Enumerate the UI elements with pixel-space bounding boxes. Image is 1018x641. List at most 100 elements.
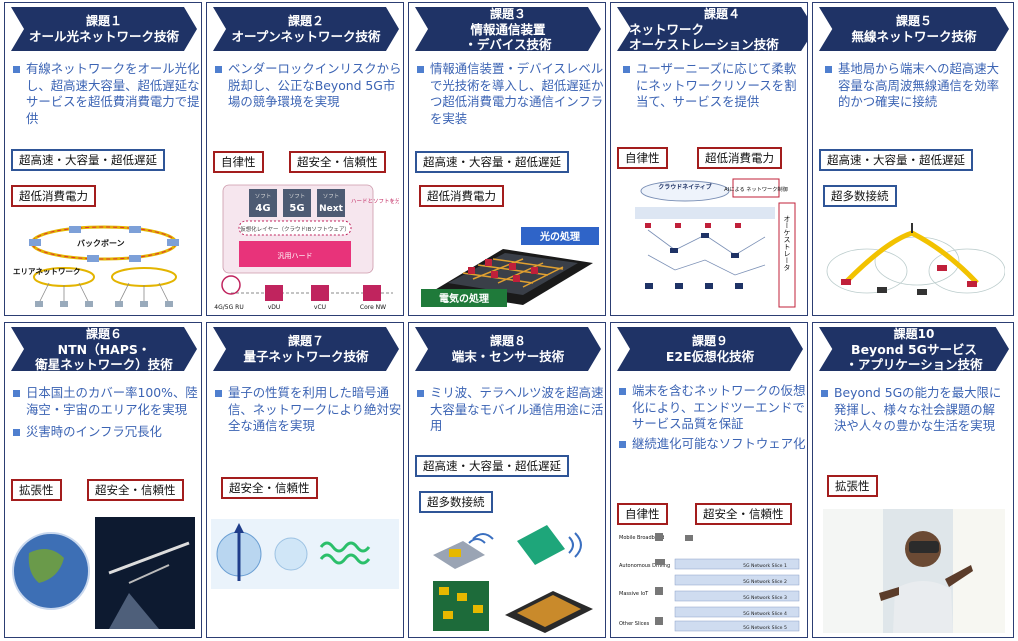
description: Beyond 5Gの能力を最大限に発揮し、様々な社会課題の解決や人々の豊かな生活… [819, 385, 1007, 438]
label-next: Next [319, 204, 343, 214]
challenge-title: オール光ネットワーク技術 [28, 29, 179, 44]
label-soft-2: ソフト [289, 193, 306, 200]
title-banner: 課題３ 情報通信装置 ・デバイス技術 [415, 7, 601, 51]
description: 日本国土のカバー率100%、陸海空・宇宙のエリア化を実現 災害時のインフラ冗長化 [11, 385, 201, 444]
title-banner: 課題８ 端末・センサー技術 [415, 327, 601, 371]
cell-challenge-1: 課題１ オール光ネットワーク技術 有線ネットワークをオール光化し、超高速大容量、… [4, 2, 202, 316]
challenge-number: 課題９ [691, 334, 728, 348]
bullet: ユーザーニーズに応じて柔軟にネットワークリソースを割当て、サービスを提供 [621, 61, 801, 111]
device-chip-figure: 光の処理 電気の処理 [421, 227, 599, 307]
label-core-nw: Core NW [360, 304, 386, 311]
challenge-title-line2: 衛星ネットワーク）技術 [35, 356, 173, 372]
wireless-figure [826, 223, 1005, 295]
bullet: 継続進化可能なソフトウェア化 [617, 436, 807, 453]
tag-autonomy: 自律性 [213, 151, 264, 173]
tag-power: 超低消費電力 [11, 185, 96, 207]
bullet: 基地局から端末への超高速大容量な高周波無線通信を効率的かつ確実に接続 [823, 61, 1007, 111]
tag-massive: 超多数接続 [419, 491, 493, 513]
description: 有線ネットワークをオール光化し、超高速大容量、超低遅延なサービスを超低費消費電力… [11, 61, 201, 130]
network-slice-figure: Mobile Broadband Autonomous Driving Mass… [619, 533, 800, 632]
bullet: 有線ネットワークをオール光化し、超高速大容量、超低遅延なサービスを超低費消費電力… [11, 61, 201, 127]
label-hardware: 汎用ハード [278, 251, 313, 260]
cell-challenge-2: 課題２ オープンネットワーク技術 ベンダーロックインリスクから脱却し、公正なBe… [206, 2, 404, 316]
challenge-title-line2: ・アプリケーション技術 [845, 356, 983, 372]
label-vcu: vCU [314, 304, 326, 311]
cell-challenge-8: 課題８ 端末・センサー技術 ミリ波、テラヘルツ波を超高速大容量なモバイル通信用途… [408, 322, 606, 638]
label-soft-3: ソフト [323, 193, 340, 200]
cell-challenge-10: 課題10 Beyond 5Gサービス ・アプリケーション技術 Beyond 5G… [812, 322, 1014, 638]
title-banner: 課題５ 無線ネットワーク技術 [819, 7, 1009, 51]
label-light: 光の処理 [539, 230, 580, 243]
challenge-number: 課題10 [893, 326, 935, 341]
cell-challenge-5: 課題５ 無線ネットワーク技術 基地局から端末への超高速大容量な高周波無線通信を効… [812, 2, 1014, 316]
tag-speed: 超高速・大容量・超低遅延 [415, 151, 569, 173]
label-cloud-native: クラウドネイティブ [658, 183, 712, 191]
title-banner: 課題４ ネットワーク オーケストレーション技術 [617, 7, 807, 51]
challenge-title: オープンネットワーク技術 [231, 29, 381, 44]
title-banner: 課題９ E2E仮想化技術 [617, 327, 803, 371]
challenge-number: 課題２ [287, 14, 324, 28]
bullet: 日本国土のカバー率100%、陸海空・宇宙のエリア化を実現 [11, 385, 201, 418]
cell-challenge-9: 課題９ E2E仮想化技術 端末を含むネットワークの仮想化により、エンドツーエンド… [610, 322, 808, 638]
tag-power: 超低消費電力 [697, 147, 782, 169]
label-vdu: vDU [268, 304, 281, 311]
description: ユーザーニーズに応じて柔軟にネットワークリソースを割当て、サービスを提供 [621, 61, 801, 114]
label-slice-5: 5G Network Slice 5 [743, 625, 787, 631]
label-4g: 4G [255, 203, 270, 214]
cell-challenge-3: 課題３ 情報通信装置 ・デバイス技術 情報通信装置・デバイスレベルで光技術を導入… [408, 2, 606, 316]
challenge-title: 無線ネットワーク技術 [851, 29, 977, 44]
quantum-figure [211, 519, 399, 589]
bullet: ベンダーロックインリスクから脱却し、公正なBeyond 5G市場の競争環境を実現 [213, 61, 403, 111]
bullet: 量子の性質を利用した暗号通信、ネットワークにより絶対安全な通信を実現 [213, 385, 403, 435]
title-banner: 課題２ オープンネットワーク技術 [213, 7, 399, 51]
bullet: 情報通信装置・デバイスレベルで光技術を導入し、超低遅延かつ超低消費電力な通信イン… [415, 61, 605, 127]
label-massive-iot: Massive IoT [619, 591, 649, 597]
challenge-number: 課題６ [85, 326, 122, 341]
bullet: 災害時のインフラ冗長化 [11, 424, 201, 441]
vr-user-photo [823, 509, 1005, 633]
open-ran-figure: ソフト ソフト ソフト 4G 5G Next ハードとソフトを分離 仮想化レイヤ… [214, 184, 399, 311]
tag-speed: 超高速・大容量・超低遅延 [819, 149, 973, 171]
label-slice-2: 5G Network Slice 2 [743, 579, 787, 585]
bullet: Beyond 5Gの能力を最大限に発揮し、様々な社会課題の解決や人々の豊かな生活… [819, 385, 1007, 435]
cell-challenge-6: 課題６ NTN（HAPS・ 衛星ネットワーク）技術 日本国土のカバー率100%、… [4, 322, 202, 638]
label-electric: 電気の処理 [439, 292, 489, 305]
tag-autonomy: 自律性 [617, 147, 668, 169]
challenge-grid: 課題１ オール光ネットワーク技術 有線ネットワークをオール光化し、超高速大容量、… [4, 2, 1014, 638]
challenge-title: 情報通信装置 [470, 21, 546, 37]
description: ベンダーロックインリスクから脱却し、公正なBeyond 5G市場の競争環境を実現 [213, 61, 403, 114]
description: 情報通信装置・デバイスレベルで光技術を導入し、超低遅延かつ超低消費電力な通信イン… [415, 61, 605, 130]
title-banner: 課題１ オール光ネットワーク技術 [11, 7, 197, 51]
tag-speed: 超高速・大容量・超低遅延 [11, 149, 165, 171]
description: 基地局から端末への超高速大容量な高周波無線通信を効率的かつ確実に接続 [823, 61, 1007, 114]
label-ai-control: AIによる ネットワーク制御 [724, 185, 788, 193]
tag-security: 超安全・信頼性 [221, 477, 318, 499]
tag-power: 超低消費電力 [419, 185, 504, 207]
challenge-title: 端末・センサー技術 [451, 349, 565, 364]
orchestration-figure: クラウドネイティブ AIによる ネットワーク制御 オーケストレータ [635, 178, 796, 308]
label-separation: ハードとソフトを分離 [351, 197, 399, 205]
description: 端末を含むネットワークの仮想化により、エンドツーエンドでサービス品質を保証 継続… [617, 383, 807, 455]
title-banner: 課題７ 量子ネットワーク技術 [213, 327, 399, 371]
title-banner: 課題10 Beyond 5Gサービス ・アプリケーション技術 [819, 327, 1009, 371]
label-mobile-broadband: Mobile Broadband [619, 535, 664, 541]
tag-massive: 超多数接続 [823, 185, 897, 207]
bullet: 端末を含むネットワークの仮想化により、エンドツーエンドでサービス品質を保証 [617, 383, 807, 433]
challenge-title: NTN（HAPS・ [57, 341, 151, 357]
ntn-figure [12, 517, 195, 629]
label-soft-1: ソフト [255, 193, 272, 200]
tag-security: 超安全・信頼性 [695, 503, 792, 525]
label-autonomous: Autonomous Driving [619, 563, 670, 569]
challenge-title: ネットワーク [629, 21, 705, 37]
label-backbone: バックボーン [77, 238, 125, 248]
tag-autonomy: 自律性 [617, 503, 668, 525]
tag-scalability: 拡張性 [827, 475, 878, 497]
tag-scalability: 拡張性 [11, 479, 62, 501]
label-area: エリアネットワーク [13, 266, 81, 276]
description: 量子の性質を利用した暗号通信、ネットワークにより絶対安全な通信を実現 [213, 385, 403, 438]
challenge-title: E2E仮想化技術 [665, 349, 755, 364]
challenge-number: 課題８ [489, 334, 526, 348]
tag-speed: 超高速・大容量・超低遅延 [415, 455, 569, 477]
cell-challenge-7: 課題７ 量子ネットワーク技術 量子の性質を利用した暗号通信、ネットワークにより絶… [206, 322, 404, 638]
label-slice-1: 5G Network Slice 1 [743, 563, 787, 569]
